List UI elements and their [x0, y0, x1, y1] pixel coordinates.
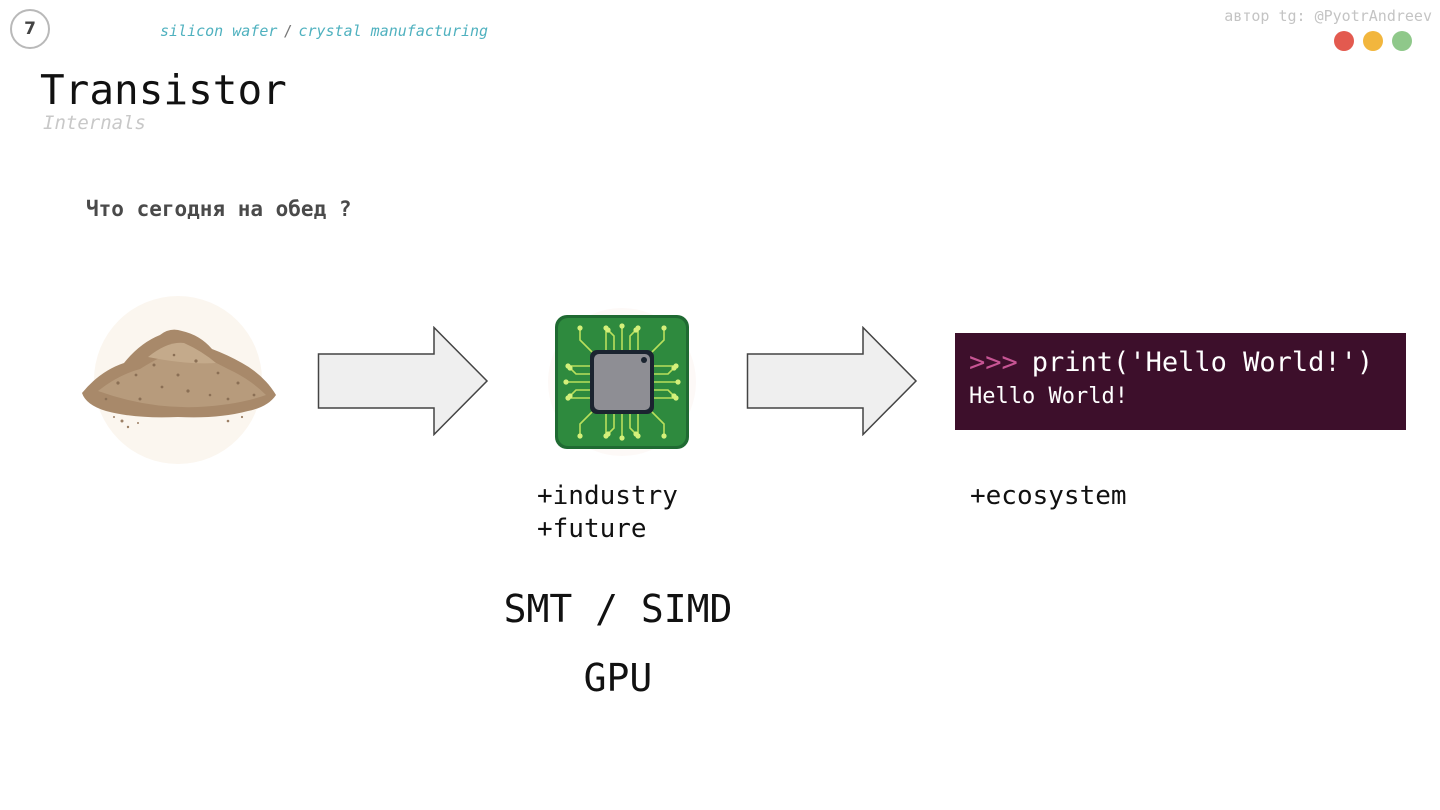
- sand-pile-icon: [82, 296, 276, 464]
- breadcrumb-separator: /: [283, 22, 293, 40]
- breadcrumb-item-silicon-wafer[interactable]: silicon wafer: [160, 22, 278, 40]
- window-dots: [1334, 31, 1412, 51]
- page-title: Transistor: [40, 66, 287, 114]
- page-subtitle: Internals: [43, 112, 146, 134]
- author-credit: автор tg: @PyotrAndreev: [1224, 7, 1432, 25]
- question-text: Что сегодня на обед ?: [86, 197, 352, 221]
- terminal-output: Hello World!: [969, 384, 1128, 409]
- red-dot-icon: [1334, 31, 1354, 51]
- green-dot-icon: [1392, 31, 1412, 51]
- chip-notes: +industry +future: [537, 480, 678, 546]
- breadcrumb-item-crystal-manufacturing[interactable]: crystal manufacturing: [298, 22, 489, 40]
- terminal-command: print('Hello World!'): [1031, 347, 1374, 378]
- right-arrow-icon: [746, 326, 918, 436]
- note-industry: +industry: [537, 481, 678, 511]
- note-ecosystem: +ecosystem: [970, 481, 1127, 511]
- topic-gpu: GPU: [583, 656, 653, 700]
- topic-smt-simd: SMT / SIMD: [503, 587, 733, 631]
- right-arrow-icon: [317, 326, 489, 436]
- yellow-dot-icon: [1363, 31, 1383, 51]
- python-terminal: >>> print('Hello World!') Hello World!: [955, 333, 1406, 430]
- breadcrumb: silicon wafer / crystal manufacturing: [160, 22, 488, 40]
- cpu-chip-icon: [548, 308, 696, 456]
- note-future: +future: [537, 514, 647, 544]
- slide-number: 7: [24, 19, 36, 39]
- terminal-input-line: >>> print('Hello World!'): [969, 346, 1392, 380]
- slide-number-badge: 7: [10, 9, 50, 49]
- terminal-prompt: >>>: [969, 347, 1018, 378]
